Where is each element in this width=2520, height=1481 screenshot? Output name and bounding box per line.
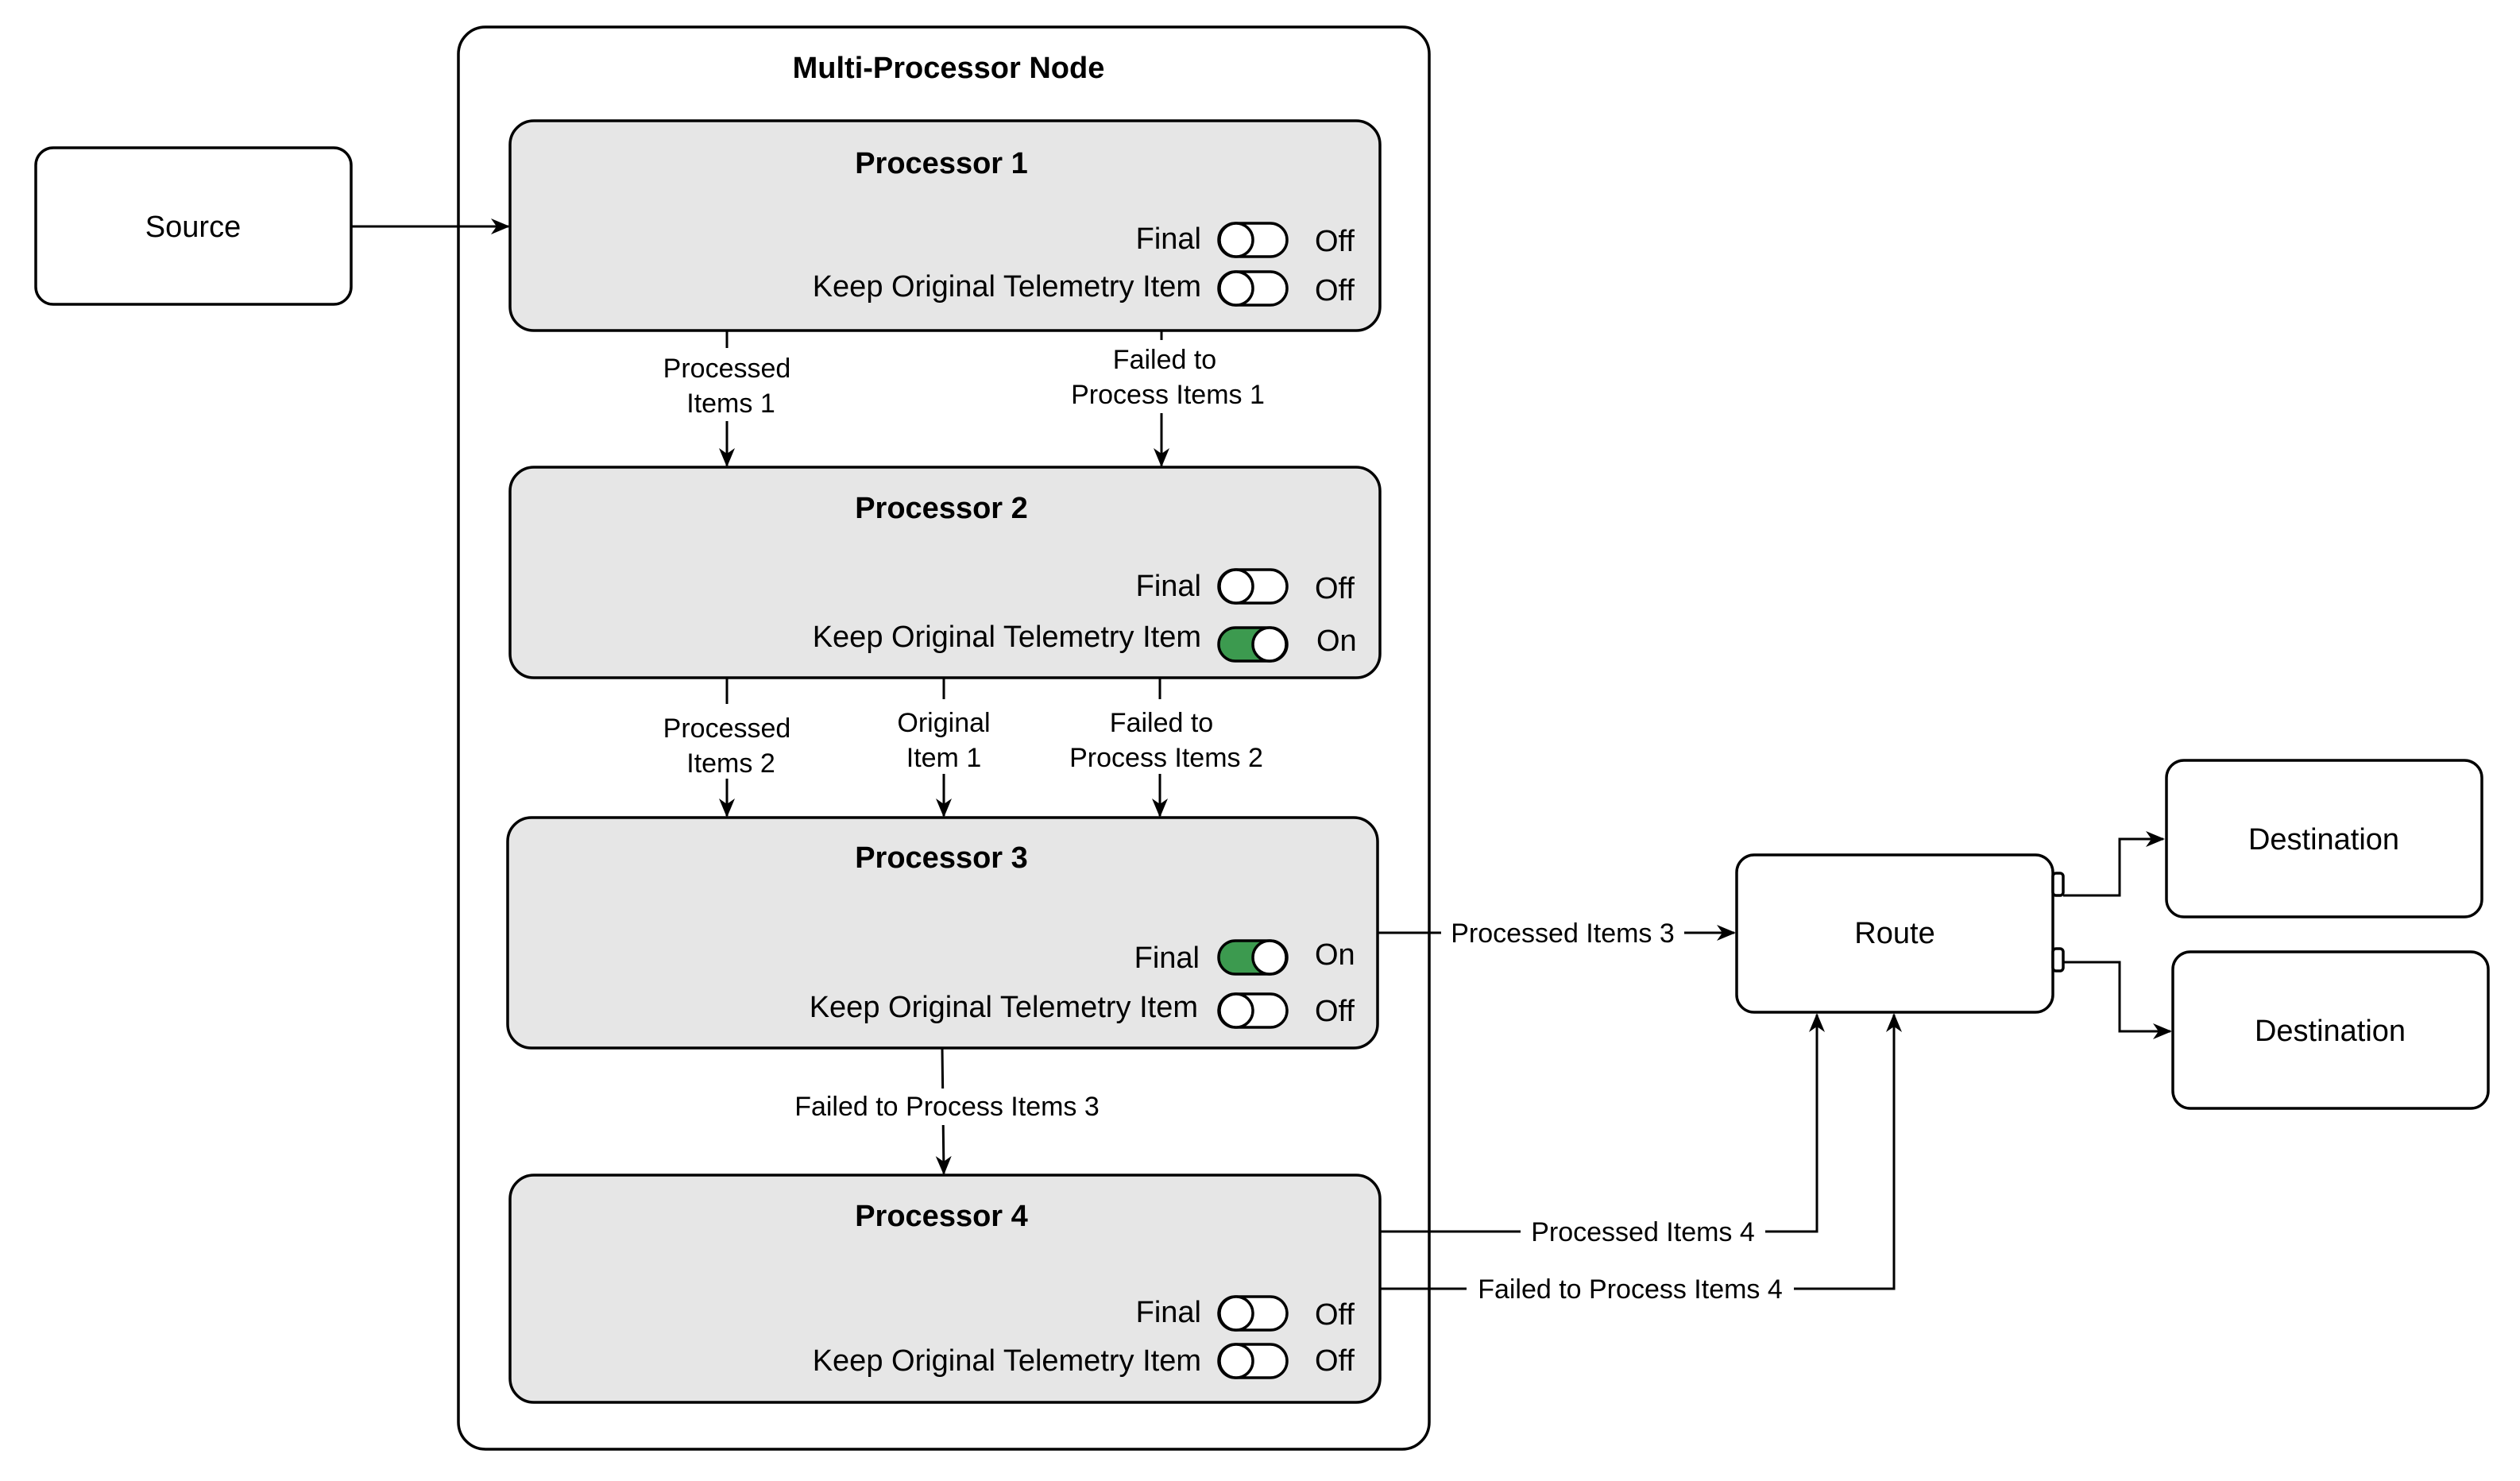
processor-3-title: Processor 3 [855,841,1028,875]
processor-3-final-state: On [1315,938,1355,972]
edge-label-processed-items-2-line2: Items 2 [686,748,775,779]
processor-1-final-state: Off [1315,225,1355,258]
processor-2-keep-toggle[interactable] [1217,626,1289,663]
edge-processed-items-4 [1380,1013,1825,1233]
edge-route-to-destination-2 [2063,961,2172,1039]
edge-label-failed-items-3: Failed to Process Items 3 [794,1092,1100,1122]
processor-2-final-state: Off [1315,572,1355,605]
processor-3[interactable]: Processor 3 Final On Keep Original Telem… [506,816,1379,1050]
edge-label-original-item-1-line1: Original [897,708,990,738]
processor-4-final-toggle[interactable] [1217,1295,1289,1332]
processor-3-final-label: Final [1134,942,1200,975]
edge-label-failed-items-2-line2: Process Items 2 [1069,743,1263,773]
node-title: Multi-Processor Node [793,52,1105,85]
edge-route-to-destination-1 [2063,831,2165,897]
processor-1-final-label: Final [1136,222,1201,256]
processor-3-final-toggle[interactable] [1217,939,1289,976]
source-label: Source [145,211,241,244]
destination-box-1[interactable]: Destination [2165,759,2483,918]
edge-label-failed-items-1-line2: Process Items 1 [1071,380,1265,410]
processor-3-keep-state: Off [1315,995,1355,1028]
processor-2-keep-label: Keep Original Telemetry Item [813,621,1201,654]
route-output-port-2[interactable] [2051,947,2065,973]
processor-3-keep-toggle[interactable] [1217,992,1289,1029]
route-label: Route [1854,917,1934,950]
processor-2-final-toggle[interactable] [1217,568,1289,605]
edge-label-failed-items-4: Failed to Process Items 4 [1478,1274,1783,1305]
processor-4-keep-label: Keep Original Telemetry Item [813,1344,1201,1378]
processor-1-final-toggle[interactable] [1217,222,1289,258]
edge-label-processed-items-1-line2: Items 1 [686,389,775,419]
processor-1-title: Processor 1 [855,147,1028,180]
edge-label-processed-items-3: Processed Items 3 [1451,918,1675,949]
processor-4-keep-state: Off [1315,1344,1355,1378]
processor-1[interactable]: Processor 1 Final Off Keep Original Tele… [508,119,1382,332]
processor-4[interactable]: Processor 4 Final Off Keep Original Tele… [508,1174,1382,1404]
route-output-port-1[interactable] [2051,872,2065,897]
processor-4-final-label: Final [1136,1296,1201,1329]
destination-box-2[interactable]: Destination [2171,950,2490,1110]
edge-label-failed-items-2-line1: Failed to [1110,708,1213,738]
processor-3-keep-label: Keep Original Telemetry Item [810,991,1198,1024]
processor-1-keep-state: Off [1315,274,1355,307]
processor-1-keep-toggle[interactable] [1217,270,1289,307]
processor-2-keep-state: On [1316,624,1357,658]
edge-label-processed-items-2-line1: Processed [663,713,791,744]
source-box[interactable]: Source [34,146,353,306]
edge-label-original-item-1-line2: Item 1 [906,743,981,773]
route-box[interactable]: Route [1735,853,2065,1014]
destination-2-label: Destination [2255,1015,2406,1048]
processor-2-title: Processor 2 [855,492,1028,525]
destination-1-label: Destination [2248,823,2399,857]
processor-4-title: Processor 4 [855,1200,1028,1233]
processor-4-final-state: Off [1315,1298,1355,1332]
processor-2[interactable]: Processor 2 Final Off Keep Original Tele… [508,466,1382,679]
processor-2-final-label: Final [1136,570,1201,603]
processor-4-keep-toggle[interactable] [1217,1343,1289,1379]
processor-1-keep-label: Keep Original Telemetry Item [813,270,1201,304]
edge-label-processed-items-1-line1: Processed [663,354,791,384]
edge-label-processed-items-4: Processed Items 4 [1531,1217,1755,1247]
edge-label-failed-items-1-line1: Failed to [1113,345,1216,375]
